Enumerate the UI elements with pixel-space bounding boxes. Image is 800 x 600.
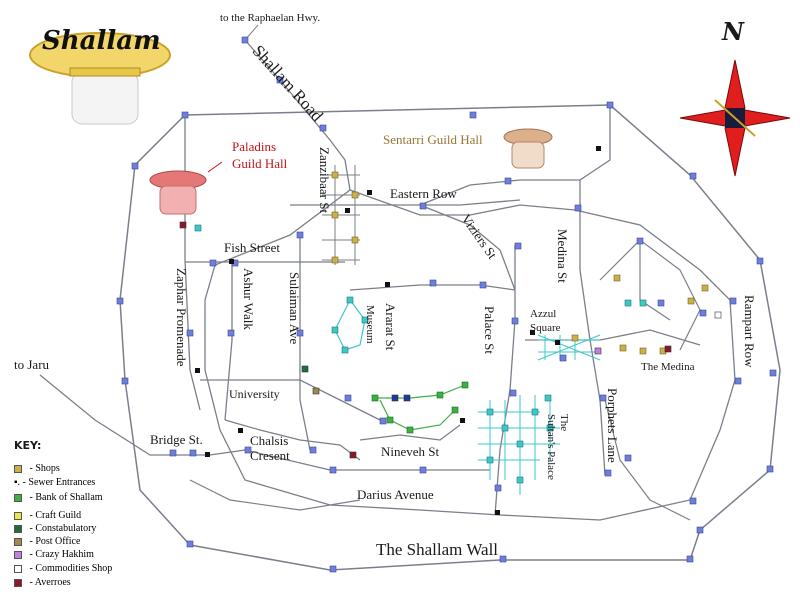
special-nodes [179, 221, 722, 459]
azzul-square-mesh [537, 334, 601, 361]
legend-swatch [14, 564, 22, 573]
ararat-road [349, 284, 516, 291]
zanzibaar-grid [322, 165, 360, 265]
paladins-tower [149, 170, 207, 215]
legend-label: - Crazy Hakhim [27, 549, 94, 560]
legend-label: - Sewer Entrances [22, 477, 96, 488]
jaru-road [39, 374, 246, 456]
sentarri-tower [503, 128, 553, 169]
raphaelan-label: to the Raphaelan Hwy. [220, 12, 321, 24]
legend-item-averroes: - Averroes [14, 577, 71, 588]
porphets-road [604, 399, 691, 521]
university-label: University [229, 387, 280, 401]
legend-heading: KEY: [14, 439, 42, 452]
zaphar-label: Zaphar Promenade [174, 268, 189, 367]
legend-label: - Averroes [27, 577, 71, 588]
legend-swatch [14, 550, 22, 559]
paladins-pointer [207, 161, 223, 173]
ashur-road [224, 262, 233, 421]
bridge-st-label: Bridge St. [150, 432, 203, 447]
sewer-nodes [195, 146, 601, 515]
legend-swatch [14, 537, 22, 546]
legend-label: - Bank of Shallam [27, 492, 103, 503]
legend-label: - Shops [27, 463, 60, 474]
legend-item-sewer: ▪. - Sewer Entrances [14, 477, 95, 488]
university-road [200, 379, 381, 421]
the-medina-label: The Medina [641, 361, 695, 373]
rampart-row-label: Rampart Row [742, 295, 757, 368]
vizier-road [419, 204, 516, 291]
museum-label: Museum [364, 305, 376, 344]
porphets-label: Porphets Lane [605, 388, 620, 463]
legend-item-commodities: - Commodities Shop [14, 563, 112, 574]
museum-loop [334, 298, 366, 351]
legend-swatch [14, 464, 22, 473]
legend-label: - Craft Guild [27, 510, 82, 521]
road-nodes [116, 36, 777, 573]
ararat-label: Ararat St [383, 303, 398, 351]
legend-label: - Commodities Shop [27, 563, 113, 574]
legend-item-bank: - Bank of Shallam [14, 492, 103, 503]
legend-swatch [14, 493, 22, 502]
legend-item-craft-guild: - Craft Guild [14, 510, 81, 521]
north-cross [419, 105, 611, 206]
green-nodes [371, 381, 469, 434]
legend-item-post-office: - Post Office [14, 536, 80, 547]
north-label: N [722, 17, 744, 46]
compass-rose [679, 59, 791, 177]
medina-st-label: Medina St [555, 229, 570, 283]
palace-st-label: Palace St [482, 306, 497, 355]
darius-label: Darius Avenue [357, 487, 434, 502]
legend-item-shops: - Shops [14, 463, 60, 474]
legend-item-constabulatory: - Constabulatory [14, 523, 96, 534]
nineveh-label: Nineveh St [381, 444, 440, 459]
zanzibaar-label: Zanzibaar St [317, 147, 332, 214]
ashur-label: Ashur Walk [241, 268, 256, 330]
legend-item-crazy-hakhim: - Crazy Hakhim [14, 549, 94, 560]
chalsis-label: Chalsis Cresent [250, 433, 290, 463]
fish-street-label: Fish Street [224, 240, 280, 255]
sultans-palace-label: The Sultan's Palace [545, 414, 570, 480]
azzul-square-label: Azzul Square [530, 308, 561, 334]
medina-branch [639, 240, 671, 321]
paladins-label: Paladins Guild Hall [232, 139, 288, 171]
shallam-road [244, 39, 351, 191]
darius-road [244, 449, 490, 471]
shallam-wall-label: The Shallam Wall [376, 540, 499, 559]
shop-nodes [331, 171, 709, 355]
jaru-label: to Jaru [14, 357, 50, 372]
legend-swatch: ▪. [14, 477, 21, 488]
nineveh-road [359, 424, 461, 441]
outer-wall-road [119, 104, 781, 571]
medina-inner [599, 239, 701, 351]
legend-label: - Constabulatory [27, 523, 97, 534]
sulaiman-label: Sulaiman Ave [287, 272, 302, 345]
sentarri-label: Sentarri Guild Hall [383, 132, 483, 147]
title-badge-graphic [29, 32, 171, 125]
eastern-row-label: Eastern Row [390, 186, 457, 201]
sulaiman-road [299, 235, 311, 451]
legend-swatch [14, 511, 22, 520]
legend-label: - Post Office [27, 536, 81, 547]
palace-nodes [194, 224, 647, 484]
map-title: Shallam [42, 26, 161, 56]
south-west-road [189, 479, 361, 511]
chalsis-arc [224, 419, 361, 461]
legend-swatch [14, 578, 22, 587]
medina-road [579, 180, 606, 476]
legend-swatch [14, 524, 22, 533]
